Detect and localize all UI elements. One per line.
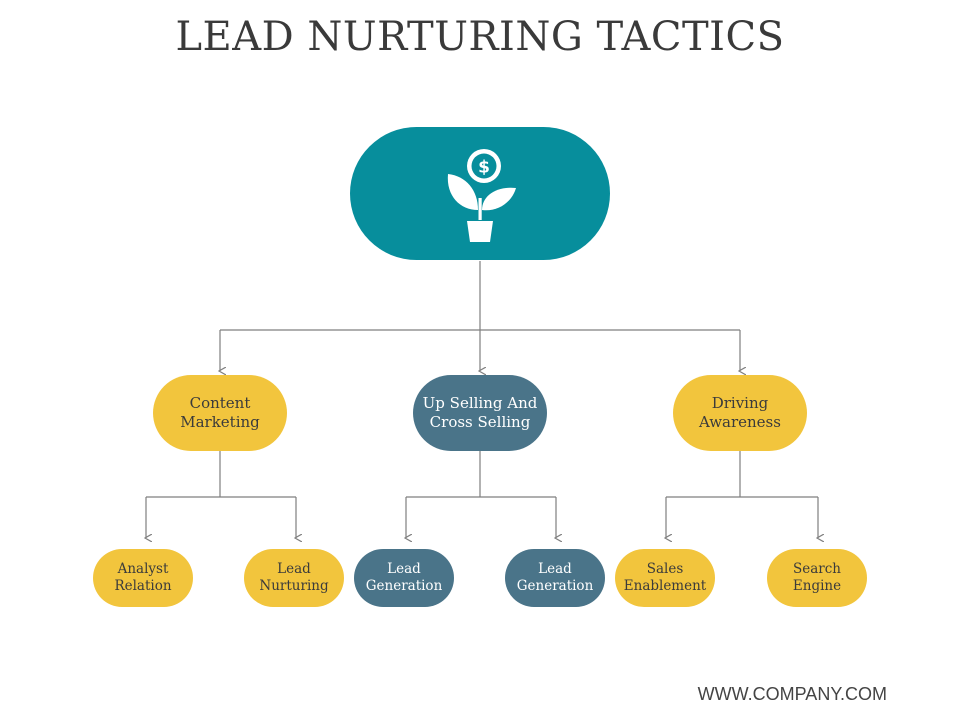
node-label: Lead Nurturing [259, 561, 329, 594]
node-label: Up Selling And Cross Selling [422, 393, 538, 432]
node-upselling-cross-selling: Up Selling And Cross Selling [413, 375, 547, 451]
node-driving-awareness: Driving Awareness [673, 375, 807, 451]
page-title: LEAD NURTURING TACTICS [175, 14, 785, 60]
node-label: Lead Generation [365, 561, 443, 594]
node-label: Content Marketing [180, 393, 260, 432]
node-content-marketing: Content Marketing [153, 375, 287, 451]
node-lead-generation-2: Lead Generation [505, 549, 605, 607]
root-node: $ [350, 127, 610, 260]
node-lead-nurturing: Lead Nurturing [244, 549, 344, 607]
svg-text:$: $ [478, 157, 490, 177]
node-label: Analyst Relation [114, 561, 172, 594]
node-label: Sales Enablement [623, 561, 707, 594]
footer-url: WWW.COMPANY.COM [697, 684, 887, 704]
node-label: Driving Awareness [699, 393, 781, 432]
plant-dollar-icon: $ [447, 148, 516, 242]
node-search-engine: Search Engine [767, 549, 867, 607]
node-lead-generation-1: Lead Generation [354, 549, 454, 607]
node-sales-enablement: Sales Enablement [615, 549, 715, 607]
node-label: Lead Generation [516, 561, 594, 594]
node-label: Search Engine [792, 561, 842, 594]
node-analyst-relation: Analyst Relation [93, 549, 193, 607]
